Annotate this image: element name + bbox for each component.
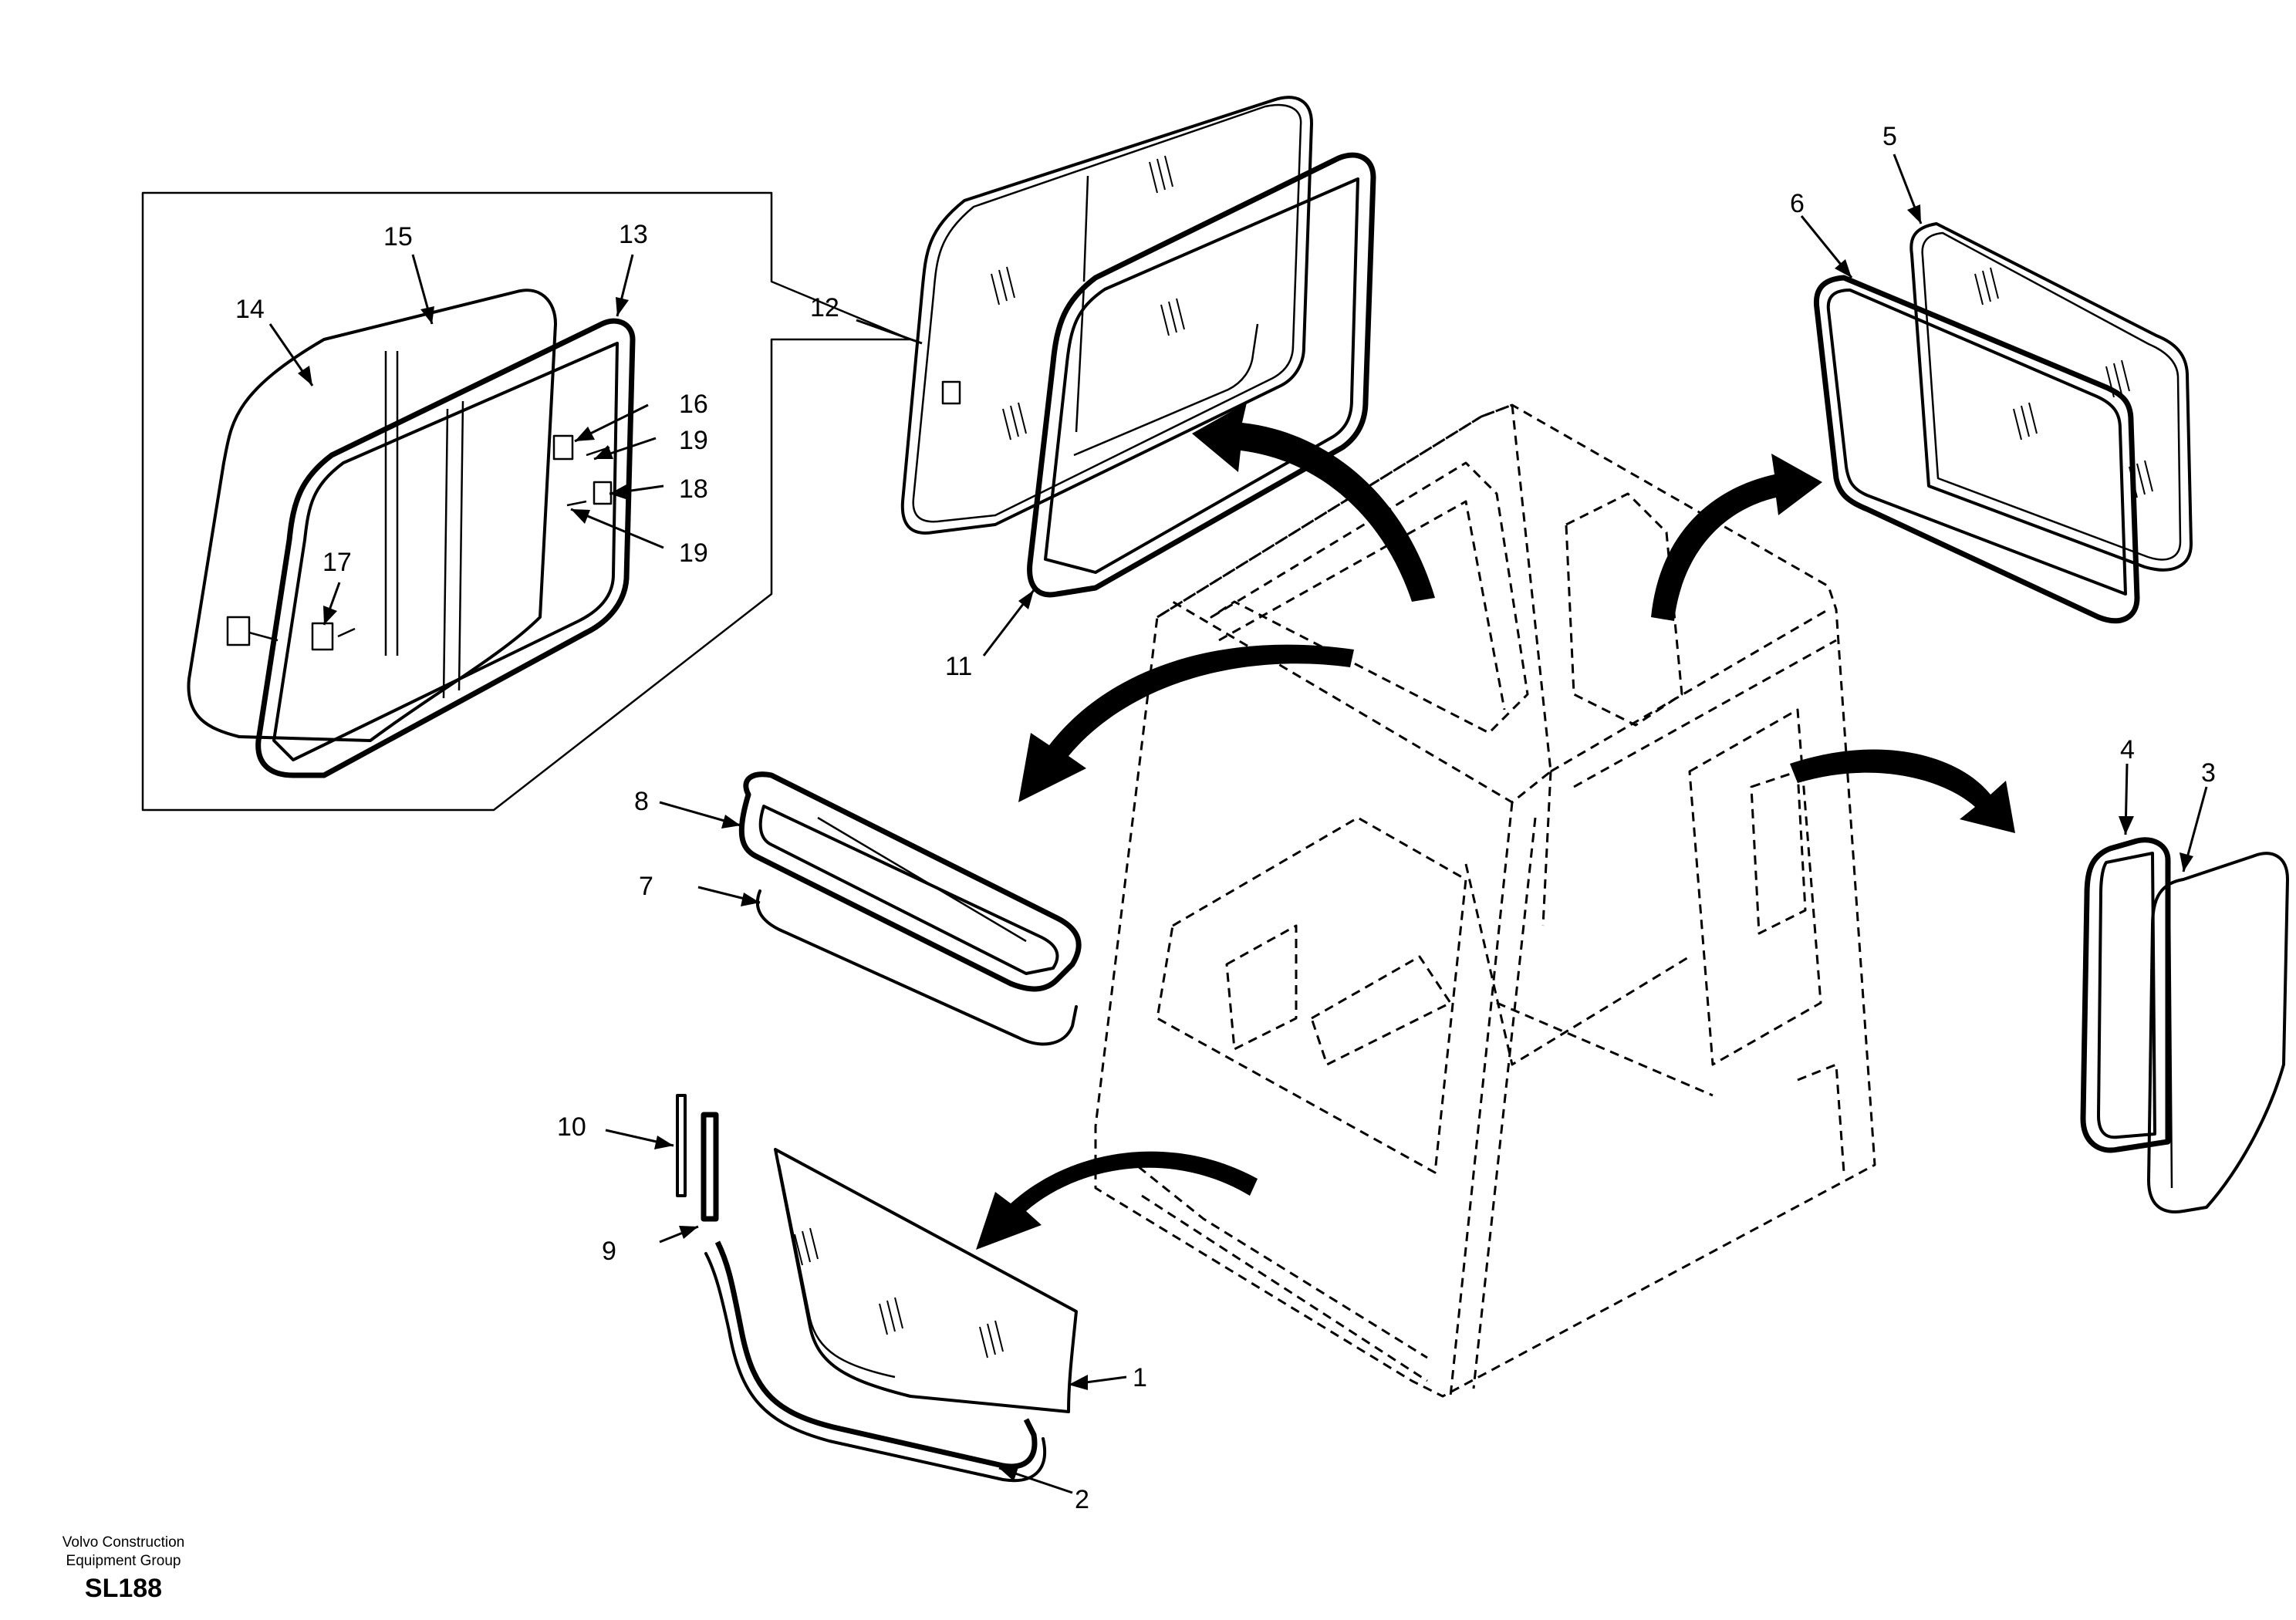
roof-window <box>738 771 1082 1046</box>
callout-11: 11 <box>945 652 972 681</box>
callout-8: 8 <box>634 787 649 816</box>
callout-6: 6 <box>1790 189 1805 218</box>
callout-10: 10 <box>557 1112 586 1142</box>
callout-7: 7 <box>639 872 653 901</box>
callout-9: 9 <box>602 1237 616 1266</box>
callout-13: 13 <box>619 220 648 249</box>
callout-17: 17 <box>322 548 352 577</box>
drawing-code: SL188 <box>84 1574 163 1603</box>
callout-14: 14 <box>235 295 265 324</box>
callout-15: 15 <box>383 222 413 251</box>
front-lower-glass <box>676 1094 1078 1483</box>
callout-16: 16 <box>679 390 708 419</box>
callout-18: 18 <box>679 474 708 504</box>
company-line-1: Volvo Construction <box>62 1534 185 1551</box>
callout-1: 1 <box>1133 1363 1147 1392</box>
callout-5: 5 <box>1882 122 1897 151</box>
detail-inset <box>141 191 912 812</box>
callout-19-top: 19 <box>679 426 708 455</box>
assembly-arrows <box>976 403 2015 1250</box>
side-window-right <box>2080 837 2289 1213</box>
leader-lines <box>268 154 2208 1494</box>
callout-12: 12 <box>810 293 839 322</box>
callout-4: 4 <box>2120 735 2135 764</box>
callout-19-bottom: 19 <box>679 538 708 568</box>
cab-outline <box>1094 403 1876 1398</box>
rear-window <box>1813 222 2193 624</box>
callout-3: 3 <box>2201 758 2216 788</box>
company-name: Volvo Construction Equipment Group <box>31 1534 216 1571</box>
door-window-assembly <box>900 96 1376 598</box>
callout-2: 2 <box>1075 1485 1089 1514</box>
glass-hatch-marks <box>794 155 2153 1358</box>
company-line-2: Equipment Group <box>66 1553 181 1569</box>
callout-labels: 1 2 3 4 5 6 7 8 9 10 11 12 13 14 15 16 1… <box>235 122 2216 1514</box>
